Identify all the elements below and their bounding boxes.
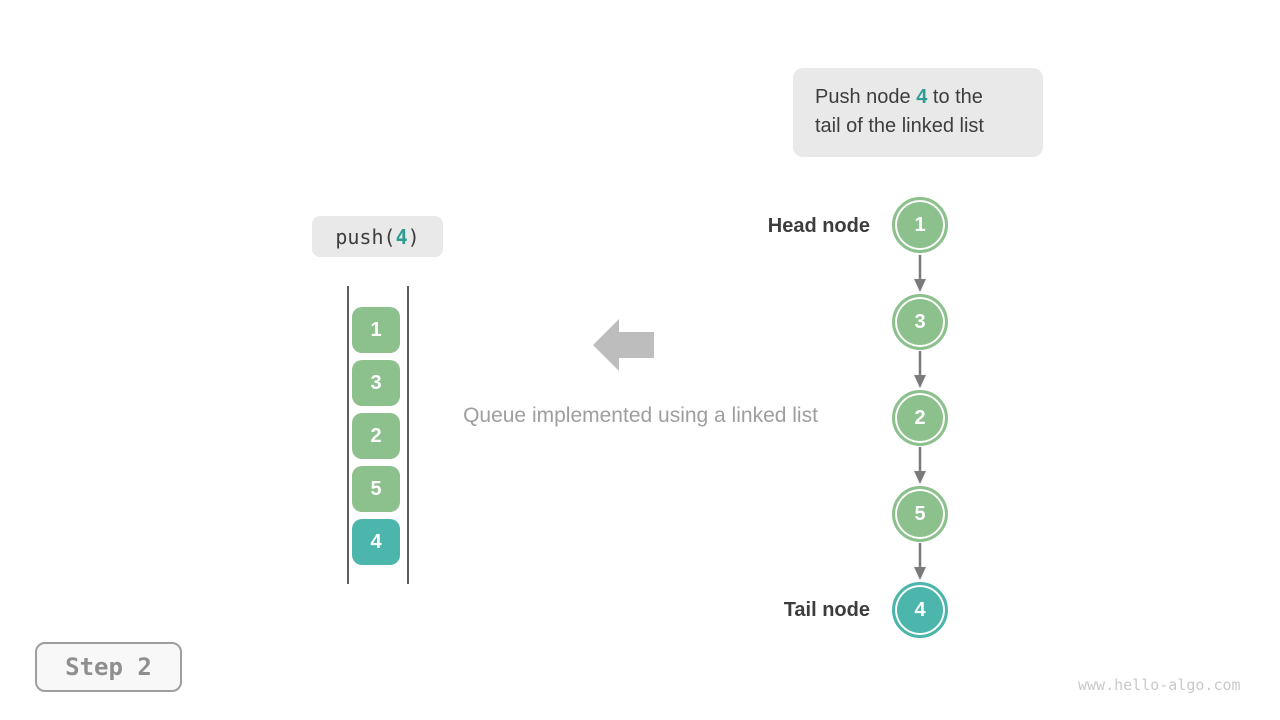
list-node-5: 4 (892, 582, 948, 638)
push-label-arg: 4 (395, 224, 408, 249)
queue-cell-3: 2 (352, 413, 400, 459)
left-arrow-shape (593, 319, 654, 371)
list-node-4: 5 (892, 486, 948, 542)
list-node-1: 1 (892, 197, 948, 253)
list-node-3: 2 (892, 390, 948, 446)
callout-line-1: Push node 4 to the (815, 83, 1033, 112)
pointer-arrow-icon-4 (914, 543, 926, 580)
queue-wall-right (407, 286, 409, 584)
pointer-arrow-head (914, 567, 926, 580)
push-label-suffix: ) (407, 224, 420, 249)
left-arrow-icon (593, 319, 654, 371)
callout-highlight-value: 4 (916, 86, 928, 108)
queue-cell-5: 4 (352, 519, 400, 565)
push-operation-label: push(4) (312, 216, 443, 257)
head-node-label: Head node (767, 215, 870, 237)
callout-line-2: tail of the linked list (815, 115, 984, 137)
queue-cell-4: 5 (352, 466, 400, 512)
pointer-arrow-icon-3 (914, 447, 926, 484)
callout-bubble: Push node 4 to the tail of the linked li… (793, 68, 1043, 157)
pointer-arrow-icon-1 (914, 255, 926, 292)
step-badge: Step 2 (35, 642, 182, 692)
queue-cell-1: 1 (352, 307, 400, 353)
pointer-arrow-head (914, 471, 926, 484)
watermark-url: www.hello-algo.com (1078, 676, 1241, 694)
callout-text-before: Push node (815, 86, 917, 108)
pointer-arrow-icon-2 (914, 351, 926, 388)
pointer-arrow-head (914, 279, 926, 292)
queue-cell-2: 3 (352, 360, 400, 406)
push-label-prefix: push( (335, 224, 396, 249)
figure-caption: Queue implemented using a linked list (463, 404, 818, 427)
pointer-arrow-head (914, 375, 926, 388)
tail-node-label: Tail node (783, 599, 870, 621)
callout-text-after: to the (927, 86, 983, 108)
list-node-2: 3 (892, 294, 948, 350)
queue-wall-left (347, 286, 349, 584)
